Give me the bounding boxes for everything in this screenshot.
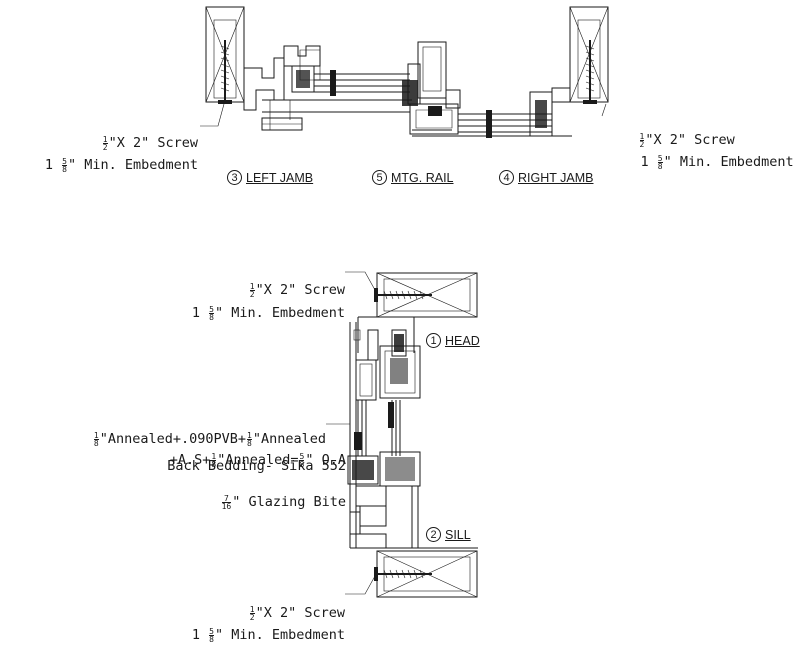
left-jamb-frame-extrusion — [243, 45, 412, 131]
sill-screw-leader — [345, 575, 376, 595]
sill-screw — [374, 567, 432, 581]
back-bedding-note: Back Bedding- Sika 552 — [167, 458, 346, 474]
meeting-rail-extrusion — [402, 41, 461, 135]
right-jamb-screw — [583, 40, 597, 104]
head-screw — [374, 288, 432, 302]
right-screw-leader — [601, 103, 607, 117]
frame-section-body — [347, 316, 478, 549]
window-section-drawing — [200, 6, 609, 598]
head-screw-leader — [345, 271, 376, 291]
left-screw-leader — [200, 103, 225, 127]
left-jamb-screw — [218, 40, 232, 104]
